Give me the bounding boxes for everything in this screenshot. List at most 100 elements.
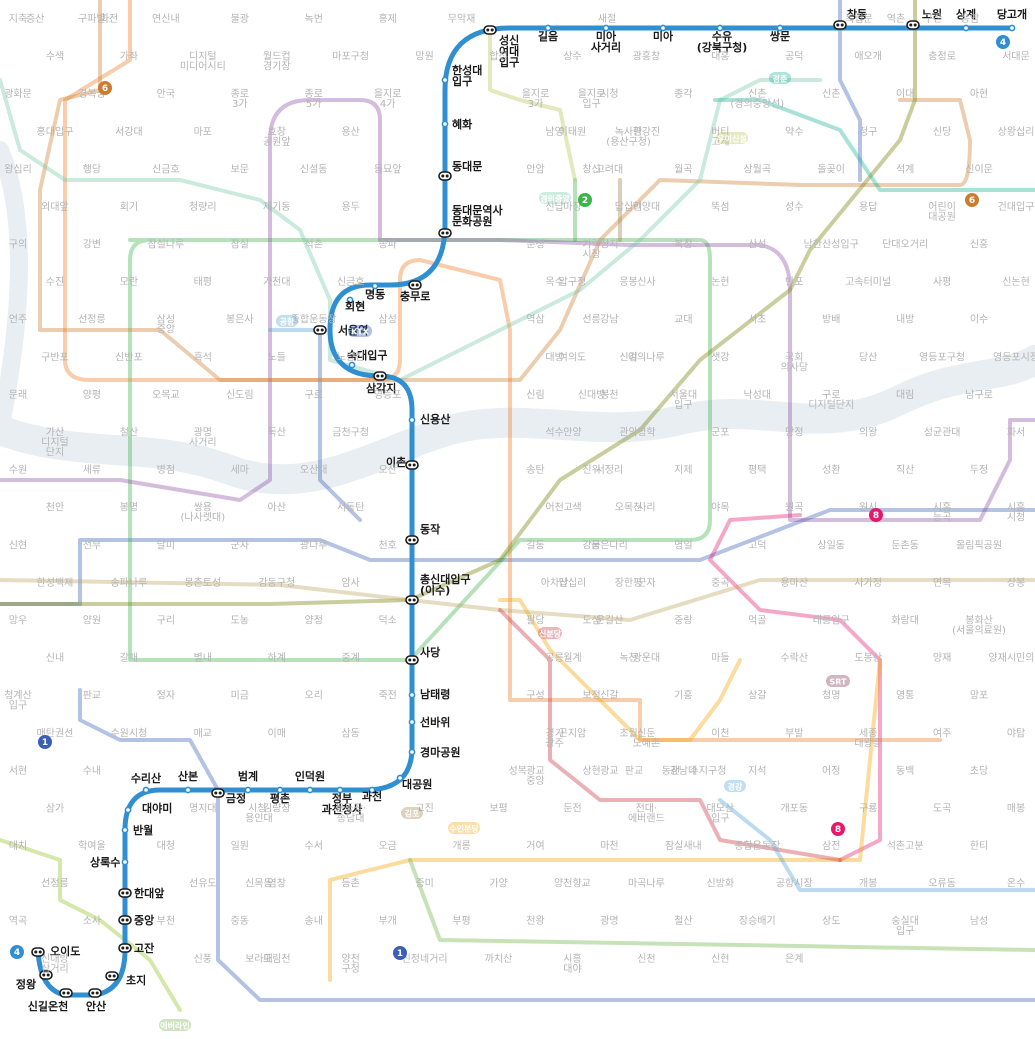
station-dot[interactable] [396, 774, 404, 782]
transfer-marker[interactable] [211, 788, 225, 798]
station-dongjak[interactable]: 동작 [405, 522, 440, 545]
station-dot[interactable] [544, 24, 552, 32]
station-dot[interactable] [659, 24, 667, 32]
station-myeongdong[interactable]: 명동 [365, 282, 385, 301]
transfer-marker[interactable] [105, 971, 119, 981]
station-dot[interactable] [368, 786, 376, 794]
station-geumjeong[interactable]: 금정 [211, 788, 246, 805]
station-dot[interactable] [602, 24, 610, 32]
station-dot[interactable] [408, 748, 416, 756]
transfer-marker[interactable] [88, 988, 102, 998]
station-dot[interactable] [371, 282, 379, 290]
station-chungmuro[interactable]: 충무로 [400, 280, 430, 303]
station-choji[interactable]: 초지 [105, 971, 146, 987]
station-gyeongmapark[interactable]: 경마공원 [408, 745, 460, 759]
transfer-marker[interactable] [405, 655, 419, 665]
station-daeyami[interactable]: 대야미 [124, 801, 172, 815]
transfer-marker[interactable] [405, 535, 419, 545]
station-samgakji[interactable]: 삼각지 [366, 371, 396, 395]
station-dot[interactable] [1008, 24, 1016, 32]
transfer-marker[interactable] [906, 20, 920, 30]
station-gwacheon[interactable]: 과천 [362, 786, 382, 803]
station-dot[interactable] [441, 120, 449, 128]
transfer-marker[interactable] [438, 171, 452, 181]
station-sangroksu[interactable]: 상록수 [90, 855, 129, 869]
transfer-marker[interactable] [118, 888, 132, 898]
station-sanggye[interactable]: 상계 [956, 7, 976, 32]
station-ansan[interactable]: 안산 [86, 988, 106, 1013]
station-jungang[interactable]: 중앙 [118, 914, 154, 927]
station-dot[interactable] [716, 24, 724, 32]
station-sookmyung[interactable]: 숙대입구 [347, 348, 387, 369]
station-singil[interactable]: 신길온천 [28, 988, 73, 1013]
station-namtaeryeong[interactable]: 남태령 [408, 687, 450, 701]
station-sadang[interactable]: 사당 [405, 645, 440, 665]
station-pyeongchon[interactable]: 평촌 [270, 786, 290, 805]
station-ichon[interactable]: 이촌 [386, 455, 419, 470]
station-dot[interactable] [184, 786, 192, 794]
station-oido[interactable]: 오이도 [31, 944, 80, 958]
station-beomgye[interactable]: 범계 [238, 769, 258, 794]
station-daegongwon[interactable]: 대공원 [396, 774, 432, 791]
station-suyu[interactable]: 수유(강북구청) [697, 24, 748, 54]
station-dot[interactable] [962, 24, 970, 32]
station-dongdaemun[interactable]: 동대문 [438, 159, 482, 181]
station-dot[interactable] [776, 24, 784, 32]
station-dot[interactable] [142, 786, 150, 794]
transfer-marker[interactable] [405, 595, 419, 605]
transfer-marker[interactable] [59, 988, 73, 998]
station-hyehwa[interactable]: 혜화 [441, 117, 472, 131]
station-gireum[interactable]: 길음 [538, 24, 558, 43]
station-banwol[interactable]: 반월 [121, 823, 153, 837]
station-sanbon[interactable]: 산본 [178, 769, 198, 794]
transfer-marker[interactable] [405, 460, 419, 470]
station-dot[interactable] [306, 786, 314, 794]
station-dot[interactable] [121, 826, 129, 834]
station-jeongwang[interactable]: 정왕 [16, 970, 53, 991]
station-seonbawi[interactable]: 선바위 [408, 715, 450, 729]
transfer-marker[interactable] [39, 970, 53, 980]
transfer-marker[interactable] [483, 25, 497, 35]
station-dot[interactable] [441, 76, 449, 84]
station-nowon[interactable]: 노원 [906, 7, 942, 30]
station-handaeap[interactable]: 한대앞 [118, 886, 164, 900]
station-dot[interactable] [346, 296, 354, 304]
station-indeogwon[interactable]: 인덕원 [295, 769, 325, 794]
station-danggogae[interactable]: 당고개 [997, 7, 1027, 32]
transfer-marker[interactable] [408, 280, 422, 290]
transfer-marker[interactable] [313, 325, 327, 335]
station-dot[interactable] [244, 786, 252, 794]
station-chongshin[interactable]: 총신대입구(이수) [405, 572, 471, 605]
transfer-marker[interactable] [118, 943, 132, 953]
station-gojan[interactable]: 고잔 [118, 941, 154, 955]
station-sinyongsan[interactable]: 신용산 [408, 412, 450, 426]
station-dot[interactable] [276, 786, 284, 794]
station-label: 인덕원 [295, 769, 325, 783]
transfer-marker[interactable] [373, 371, 387, 381]
station-ssangmun[interactable]: 쌍문 [770, 24, 790, 43]
station-mia[interactable]: 미아 [653, 24, 674, 43]
transfer-marker[interactable] [833, 20, 847, 30]
station-seoul[interactable]: 서울역 [313, 323, 368, 337]
station-dot[interactable] [408, 718, 416, 726]
station-dot[interactable] [124, 806, 132, 814]
station-dot[interactable] [408, 691, 416, 699]
station-hoehyeon[interactable]: 회현 [345, 296, 365, 313]
transfer-marker[interactable] [118, 915, 132, 925]
station-dot[interactable] [121, 858, 129, 866]
station-surisan[interactable]: 수리산 [131, 771, 161, 794]
transfer-marker[interactable] [31, 947, 45, 957]
transfer-dot [214, 791, 218, 795]
station-dot[interactable] [348, 361, 356, 369]
station-dot[interactable] [336, 786, 344, 794]
station-changdong[interactable]: 창동 [833, 7, 867, 30]
station-dot[interactable] [408, 416, 416, 424]
transfer-marker[interactable] [438, 228, 452, 238]
